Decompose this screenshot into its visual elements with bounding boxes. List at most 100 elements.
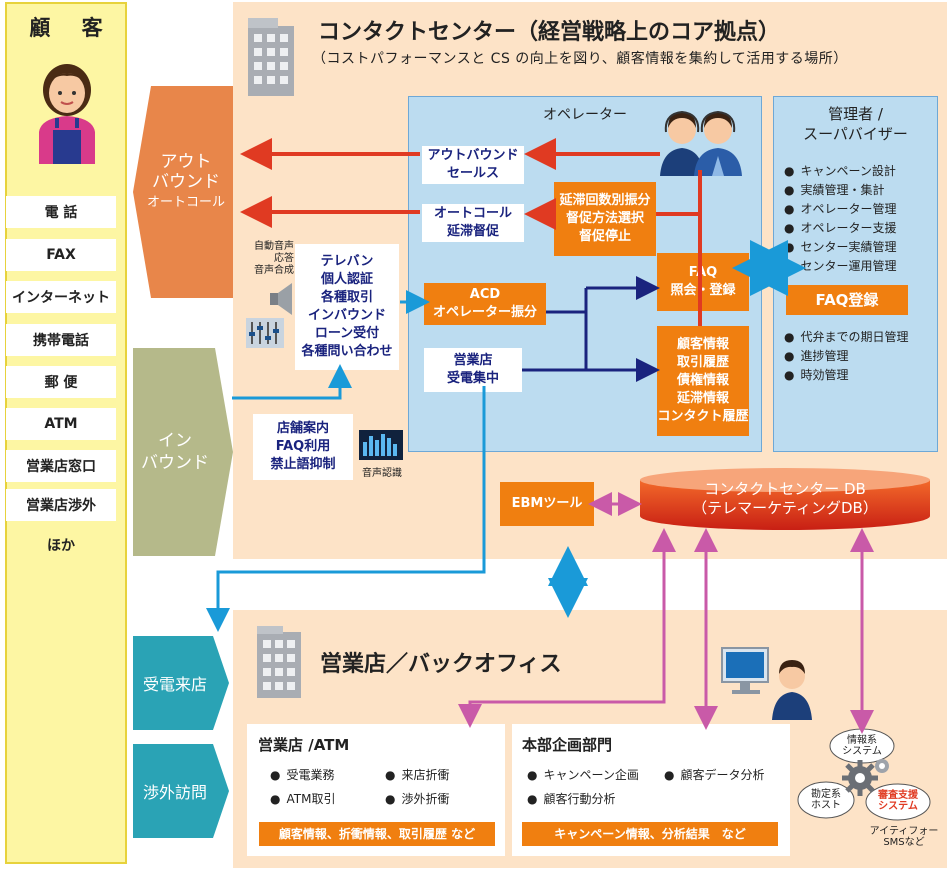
system-review: 審査支援 システム: [866, 790, 930, 812]
manager-item: オペレーター管理: [784, 200, 896, 219]
faq-box: FAQ 照会・登録: [657, 253, 749, 311]
ivr-item-loan: ローン受付: [314, 326, 380, 341]
ivr-labels: 自動音声 応答 音声合成: [238, 241, 294, 277]
manager-title: 管理者 / スーパバイザー: [773, 104, 938, 144]
inbound-label: イン バウンド: [135, 430, 215, 474]
branch-item: ATM取引: [270, 790, 335, 807]
customer-info-box: 顧客情報 取引履歴 債権情報 延滞情報 コンタクト履歴: [657, 326, 749, 436]
system-review-line1: 審査支援: [878, 790, 918, 801]
manager-item: 代弁までの期日管理: [784, 328, 908, 347]
mixer-icon: [246, 318, 284, 348]
customer-person-icon: [39, 64, 95, 164]
manager-item: センター運用管理: [784, 257, 896, 276]
channel-atm: ATM: [6, 408, 116, 440]
hq-item: キャンペーン企画: [527, 766, 638, 783]
voice-recognition-icon: [359, 430, 403, 460]
acd-line2: オペレーター振分: [432, 305, 537, 320]
outbound-line3: オートコール: [146, 195, 225, 210]
db-line1: コンタクトセンター DB: [704, 480, 866, 498]
manager-title-line2: スーパバイザー: [803, 125, 908, 143]
db-line2: （テレマーケティングDB）: [692, 499, 878, 517]
ivr-label1: 自動音声: [254, 241, 294, 252]
system-info-line1: 情報系: [847, 735, 877, 746]
autocall-box: オートコール 延滞督促: [422, 204, 524, 242]
inbound-shape: [133, 348, 233, 556]
acd-line1: ACD: [469, 287, 501, 302]
delinquency-line3: 督促停止: [578, 229, 631, 244]
ivr-label2: 応答: [274, 253, 294, 264]
incoming-visit-label: 受電来店: [142, 675, 207, 694]
manager-title-line1: 管理者 /: [828, 105, 883, 123]
branch-item: 受電業務: [270, 766, 334, 783]
customer-info-line3: 債権情報: [676, 373, 729, 388]
system-network: [797, 728, 931, 821]
ivr-box: テレバン 個人認証 各種取引 インバウンド ローン受付 各種問い合わせ: [295, 244, 399, 370]
branch-footer: 顧客情報、折衝情報、取引履歴 など: [259, 822, 495, 846]
manager-item: センター実績管理: [784, 238, 896, 257]
outbound-sales-line2: セールス: [446, 166, 499, 181]
channel-other: ほか: [47, 538, 75, 554]
faq-register-box: FAQ登録: [786, 285, 908, 315]
contact-center-title: コンタクトセンター（経営戦略上のコア拠点）: [318, 20, 781, 45]
faq-line1: FAQ: [688, 265, 718, 280]
system-accounting-line2: ホスト: [811, 800, 841, 811]
delinquency-box: 延滞回数別振分 督促方法選択 督促停止: [554, 182, 656, 256]
manager-item: 時効管理: [784, 366, 909, 385]
contact-center-subtitle: （コストパフォーマンスと CS の向上を図り、顧客情報を集約して活用する場所）: [312, 51, 848, 67]
manager-item: オペレーター支援: [784, 219, 896, 238]
system-other-line1: アイティフォー: [869, 826, 939, 837]
ivr-item-inquiries: 各種問い合わせ: [301, 344, 393, 359]
customer-info-line2: 取引履歴: [676, 355, 729, 370]
outbound-line1: アウト: [160, 152, 212, 172]
gear-icon: [842, 759, 889, 796]
branch-item: 来店折衝: [385, 766, 449, 783]
customer-title: 顧 客: [29, 16, 115, 40]
field-visit-shape: [133, 744, 229, 838]
inbound-item-store: 店舗案内: [276, 421, 329, 436]
manager-list-1: キャンペーン設計 実績管理・集計 オペレーター管理 オペレーター支援 センター実…: [784, 162, 897, 276]
ivr-item-auth: 個人認証: [320, 272, 373, 287]
manager-item: 実績管理・集計: [784, 181, 897, 200]
incoming-visit-shape: [133, 636, 229, 730]
delinquency-line1: 延滞回数別振分: [559, 193, 651, 208]
branch-call-line2: 受電集中: [446, 371, 499, 386]
outbound-shape: [133, 86, 233, 298]
field-visit-label: 渉外訪問: [142, 783, 207, 802]
ivr-item-inbound: インバウンド: [307, 308, 386, 323]
hq-item: 顧客行動分析: [527, 790, 615, 807]
system-other-line2: SMSなど: [883, 837, 925, 848]
branch-call-line1: 営業店: [453, 353, 493, 368]
channel-mobile: 携帯電話: [6, 324, 116, 356]
contact-center-db-cylinder: [640, 468, 930, 530]
outbound-sales-line1: アウトバウンド: [427, 148, 519, 163]
channel-internet: インターネット: [6, 281, 116, 313]
channel-branch-field: 営業店渉外: [6, 489, 116, 521]
operators-icon: [660, 110, 742, 176]
inbound-line1: イン: [158, 431, 192, 451]
inbound-item-banned-words: 禁止語抑制: [270, 457, 336, 472]
acd-box: ACD オペレーター振分: [424, 283, 546, 325]
channel-fax: FAX: [6, 239, 116, 271]
inbound-item-faq: FAQ利用: [275, 439, 331, 454]
autocall-line2: 延滞督促: [446, 224, 499, 239]
faq-line2: 照会・登録: [670, 283, 736, 298]
delinquency-line2: 督促方法選択: [565, 211, 644, 226]
hq-item: 顧客データ分析: [664, 766, 764, 783]
ebm-tool-box: EBMツール: [500, 482, 594, 526]
branch-item: 渉外折衝: [385, 790, 449, 807]
branch-building-icon: [257, 626, 301, 698]
channel-mail: 郵 便: [6, 366, 116, 398]
system-other: アイティフォー SMSなど: [862, 826, 946, 848]
outbound-line2: バウンド: [152, 172, 220, 192]
ivr-item-transactions: 各種取引: [320, 290, 373, 305]
outbound-label: アウト バウンド オートコール: [140, 152, 232, 214]
ivr-item-televan: テレバン: [320, 254, 374, 269]
contact-center-db-label: コンタクトセンター DB （テレマーケティングDB）: [640, 480, 930, 518]
system-accounting-line1: 勘定系: [811, 789, 841, 800]
outbound-sales-box: アウトバウンド セールス: [422, 146, 524, 184]
customer-info-line1: 顧客情報: [676, 337, 729, 352]
computer-user-icon: [721, 647, 812, 720]
manager-list-2: 代弁までの期日管理 進捗管理 時効管理: [784, 328, 909, 385]
channel-phone: 電 話: [6, 196, 116, 228]
inbound-line2: バウンド: [141, 453, 209, 473]
